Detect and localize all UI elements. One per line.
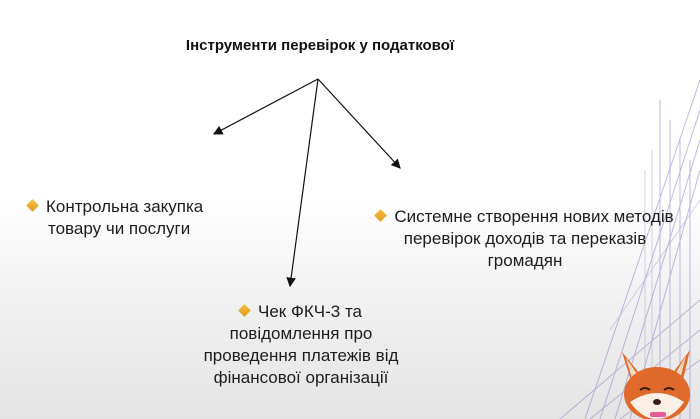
node-bottom-line3: проведення платежів від [203,346,399,365]
node-right-line2: перевірок доходів та переказів [403,229,647,248]
node-systemic-methods: Системне створення нових методів перевір… [360,206,690,272]
diamond-bullet-icon [238,304,251,317]
node-bottom-line4: фінансової організації [213,368,389,387]
diamond-bullet-icon [374,209,388,222]
diagram-title: Інструменти перевірок у податкової [185,37,455,54]
diamond-bullet-icon [26,199,39,212]
fox-mascot-icon [622,350,690,419]
node-fkch3-receipt: Чек ФКЧ-3 та повідомлення про проведення… [186,301,416,389]
node-left-line1: Контрольна закупка [46,197,204,216]
arrow-to-bottom-node [286,78,319,288]
node-control-purchase: Контрольна закупка товару чи послуги [26,196,268,240]
node-right-line1: Системне створення нових методів [394,207,674,226]
node-right-line3: громадян [487,251,563,270]
node-left-line2: товару чи послуги [48,219,191,238]
arrow-to-right-node [317,78,401,169]
node-bottom-line1: Чек ФКЧ-3 та [258,302,362,321]
arrow-to-left-node [212,78,319,135]
node-bottom-line2: повідомлення про [229,324,373,343]
